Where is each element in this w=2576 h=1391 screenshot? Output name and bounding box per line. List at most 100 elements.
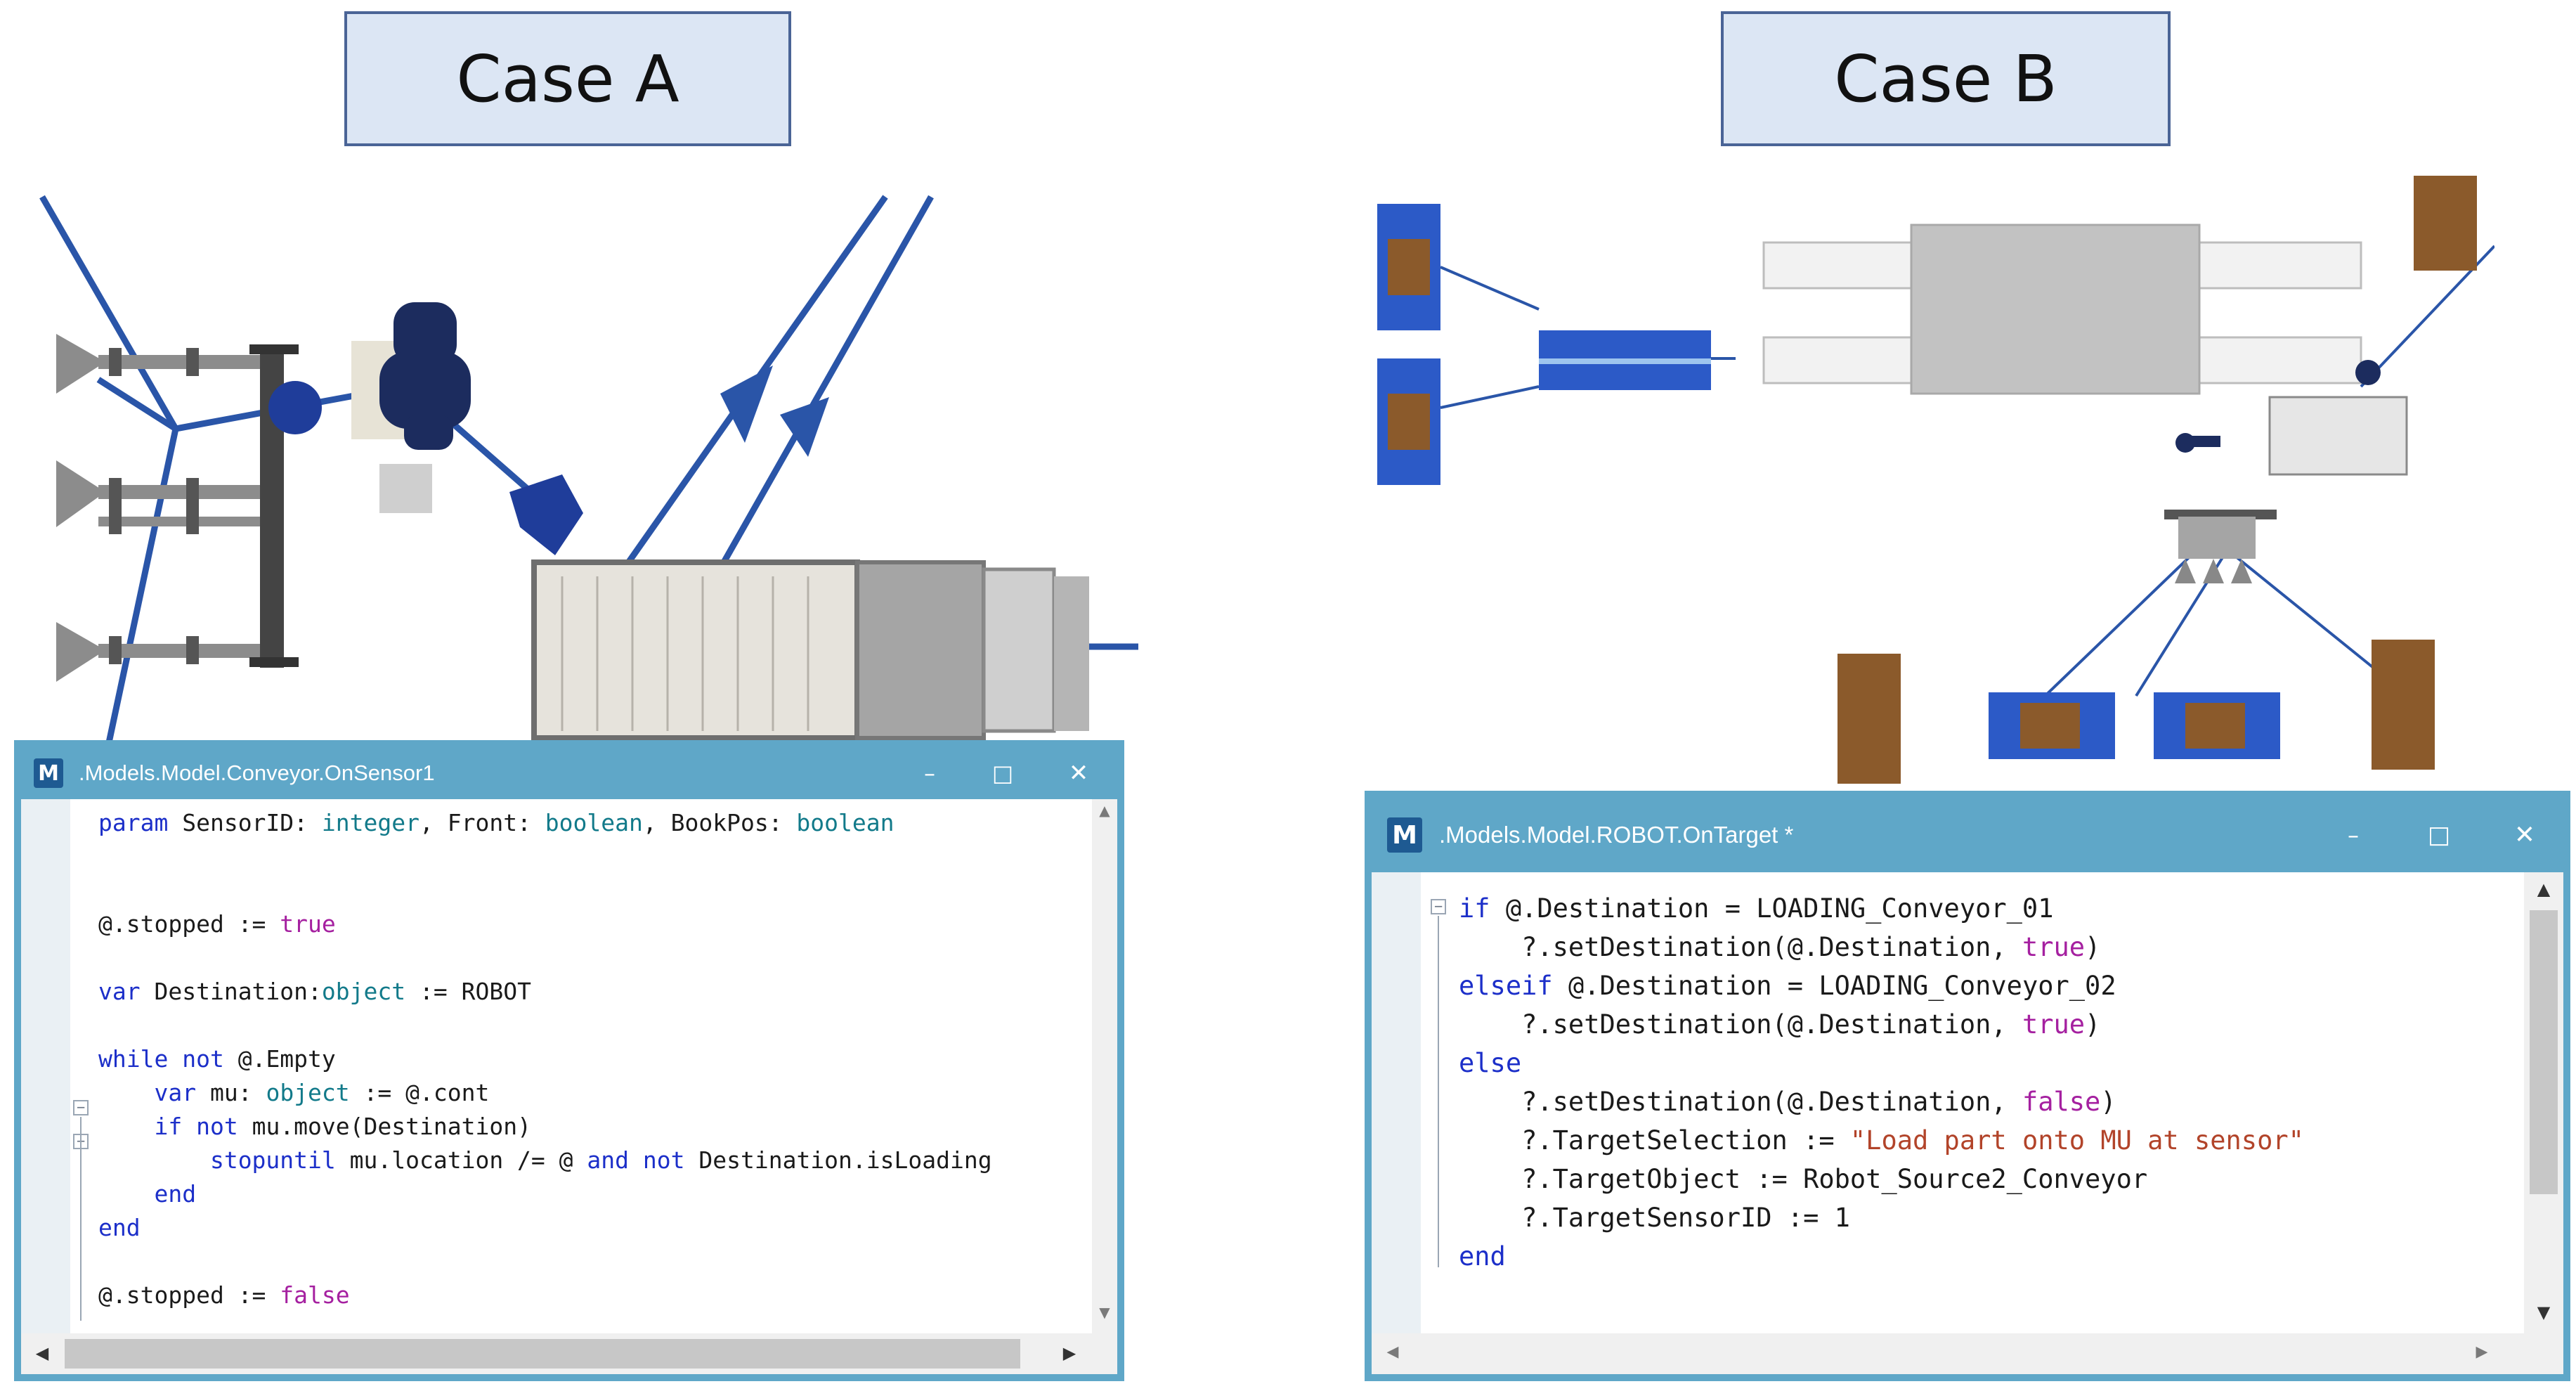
- fold-toggle-icon[interactable]: −: [1431, 899, 1446, 914]
- case-a-gutter: [21, 799, 70, 1333]
- minimize-button[interactable]: –: [2348, 822, 2359, 848]
- code-line[interactable]: end: [98, 1180, 196, 1208]
- case-b-label-text: Case B: [1834, 41, 2057, 117]
- code-line[interactable]: ?.TargetObject := Robot_Source2_Conveyor: [1459, 1164, 2147, 1194]
- code-line[interactable]: var Destination:object := ROBOT: [98, 978, 531, 1005]
- code-token: end: [98, 1214, 141, 1241]
- code-line[interactable]: ?.setDestination(@.Destination, true): [1459, 1009, 2100, 1040]
- source-stations: [1377, 204, 1440, 485]
- case-a-vertical-scrollbar[interactable]: ▲ ▼: [1092, 799, 1117, 1333]
- horizontal-scroll-thumb[interactable]: [65, 1339, 1020, 1369]
- code-token: Destination.isLoading: [698, 1146, 992, 1174]
- code-token: boolean: [796, 809, 895, 836]
- code-token: boolean: [545, 809, 643, 836]
- code-line[interactable]: ?.TargetSelection := "Load part onto MU …: [1459, 1125, 2304, 1156]
- case-b-vertical-scrollbar[interactable]: ▲ ▼: [2524, 872, 2563, 1333]
- case-b-code-editor[interactable]: − if @.Destination = LOADING_Conveyor_01…: [1372, 872, 2524, 1333]
- code-token: true: [2022, 932, 2086, 962]
- scroll-down-icon[interactable]: ▼: [1099, 1304, 1110, 1321]
- code-line[interactable]: end: [98, 1214, 141, 1241]
- code-token: var: [98, 978, 155, 1005]
- machine-conveyor: [531, 559, 860, 741]
- case-b-scene[interactable]: [1370, 169, 2494, 787]
- maximize-button[interactable]: □: [2427, 821, 2451, 849]
- case-a-editor-window[interactable]: M .Models.Model.Conveyor.OnSensor1 – □ ✕…: [14, 740, 1124, 1381]
- code-token: param: [98, 809, 183, 836]
- maximize-button[interactable]: □: [991, 760, 1014, 787]
- code-token: [98, 1079, 154, 1106]
- scroll-left-icon[interactable]: ◀: [35, 1343, 49, 1363]
- case-b-scene-view: [1377, 176, 2494, 784]
- code-token: @.Destination = LOADING_Conveyor_02: [1568, 971, 2116, 1001]
- code-token: object: [321, 978, 406, 1005]
- case-b-gutter: [1372, 872, 1421, 1333]
- code-line[interactable]: ?.setDestination(@.Destination, true): [1459, 932, 2100, 962]
- code-token: if: [1459, 893, 1506, 924]
- code-token: elseif: [1459, 971, 1568, 1001]
- scroll-up-icon[interactable]: ▲: [2537, 879, 2551, 899]
- code-line[interactable]: elseif @.Destination = LOADING_Conveyor_…: [1459, 971, 2116, 1001]
- code-line[interactable]: @.stopped := true: [98, 910, 336, 938]
- code-token: := ROBOT: [405, 978, 531, 1005]
- code-token: end: [1459, 1241, 1506, 1272]
- case-b-window-title: .Models.Model.ROBOT.OnTarget *: [1439, 822, 1794, 848]
- feeder-clamps: [109, 348, 199, 664]
- fold-toggle-icon[interactable]: −: [73, 1100, 89, 1115]
- code-token: integer: [321, 809, 419, 836]
- scroll-left-icon[interactable]: ◀: [1386, 1343, 1399, 1361]
- robot-b: [2175, 360, 2381, 453]
- case-b-titlebar[interactable]: M .Models.Model.ROBOT.OnTarget * – □ ✕: [1372, 798, 2563, 872]
- case-a-titlebar[interactable]: M .Models.Model.Conveyor.OnSensor1 – □ ✕: [21, 747, 1117, 799]
- scroll-down-icon[interactable]: ▼: [2537, 1302, 2551, 1322]
- gantry-grippers: [2175, 559, 2252, 583]
- scroll-right-icon[interactable]: ▶: [1062, 1343, 1076, 1363]
- code-line[interactable]: @.stopped := false: [98, 1281, 350, 1309]
- code-line[interactable]: else: [1459, 1048, 1521, 1078]
- case-b-label: Case B: [1721, 11, 2171, 146]
- code-token: not: [196, 1113, 252, 1140]
- code-line[interactable]: ?.TargetSensorID := 1: [1459, 1203, 1850, 1233]
- fold-guide: [1438, 916, 1439, 1267]
- close-button[interactable]: ✕: [2513, 820, 2536, 850]
- code-token: @.Destination = LOADING_Conveyor_01: [1505, 893, 2054, 924]
- case-b-horizontal-scrollbar[interactable]: ◀ ▶: [1372, 1333, 2563, 1374]
- code-line[interactable]: while not @.Empty: [98, 1045, 336, 1073]
- code-token: SensorID:: [182, 809, 322, 836]
- code-token: and: [587, 1146, 643, 1174]
- code-token: object: [266, 1079, 350, 1106]
- case-a-horizontal-scrollbar[interactable]: ◀ ▶: [21, 1333, 1117, 1374]
- minimize-button[interactable]: –: [924, 760, 935, 787]
- output-stations: [1837, 640, 2435, 784]
- code-token: end: [154, 1180, 197, 1208]
- robot-cell-b: [2268, 396, 2408, 476]
- code-token: not: [642, 1146, 699, 1174]
- scroll-right-icon[interactable]: ▶: [2476, 1343, 2488, 1361]
- fold-guide: [80, 1117, 82, 1321]
- code-token: ?.TargetObject := Robot_Source2_Conveyor: [1459, 1164, 2148, 1194]
- code-line[interactable]: ?.setDestination(@.Destination, false): [1459, 1087, 2116, 1117]
- code-token: if: [154, 1113, 197, 1140]
- code-token: var: [154, 1079, 210, 1106]
- machine-housing: [855, 560, 986, 740]
- case-a-code-editor[interactable]: − − param SensorID: integer, Front: bool…: [21, 799, 1092, 1333]
- robot-base-a: [268, 381, 322, 434]
- vertical-scroll-thumb[interactable]: [2530, 910, 2558, 1194]
- code-token: , BookPos:: [642, 809, 797, 836]
- code-line[interactable]: param SensorID: integer, Front: boolean,…: [98, 809, 895, 836]
- case-a-scene[interactable]: [14, 183, 1138, 745]
- code-line[interactable]: end: [1459, 1241, 1506, 1272]
- code-line[interactable]: if not mu.move(Destination): [98, 1113, 531, 1140]
- code-token: false: [2022, 1087, 2101, 1117]
- code-token: not: [182, 1045, 238, 1073]
- case-b-editor-window[interactable]: M .Models.Model.ROBOT.OnTarget * – □ ✕ −…: [1365, 791, 2570, 1381]
- flow-arrowhead: [780, 397, 829, 457]
- code-token: "Load part onto MU at sensor": [1849, 1125, 2304, 1156]
- case-a-label-text: Case A: [456, 41, 679, 117]
- code-line[interactable]: var mu: object := @.cont: [98, 1079, 489, 1106]
- code-line[interactable]: if @.Destination = LOADING_Conveyor_01: [1459, 893, 2053, 924]
- code-line[interactable]: stopuntil mu.location /= @ and not Desti…: [98, 1146, 992, 1174]
- close-button[interactable]: ✕: [1068, 759, 1089, 787]
- case-a-label: Case A: [344, 11, 791, 146]
- scroll-up-icon[interactable]: ▲: [1099, 802, 1110, 819]
- code-token: true: [280, 910, 336, 938]
